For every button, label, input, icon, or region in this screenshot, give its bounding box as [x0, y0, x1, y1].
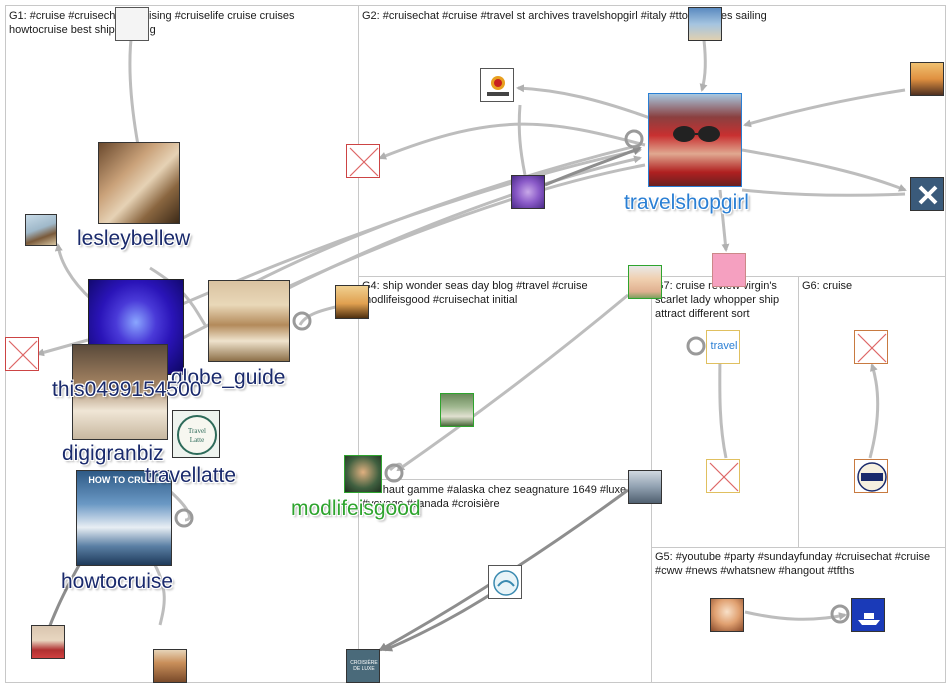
x-logo-icon — [918, 185, 938, 205]
svg-text:Travel: Travel — [188, 427, 206, 435]
edge — [517, 104, 527, 176]
edge — [383, 583, 506, 652]
boat-icon — [858, 613, 880, 625]
lesleybellew-label[interactable]: lesleybellew — [77, 227, 191, 250]
node-broken-image-g6[interactable] — [854, 330, 888, 364]
group-g2-label: G2: #cruisechat #cruise #travel st archi… — [362, 10, 767, 22]
walter-logo-icon — [857, 462, 887, 492]
modlifeisgood-avatar[interactable] — [344, 455, 382, 493]
self-loop — [174, 508, 194, 528]
node-cartoon-girl[interactable] — [710, 598, 744, 632]
edge — [741, 188, 906, 197]
self-loop — [624, 129, 644, 149]
travelshopgirl-label[interactable]: travelshopgirl — [624, 191, 749, 214]
node-couple-sunset[interactable] — [335, 285, 369, 319]
node-g3-logo[interactable] — [488, 565, 522, 599]
cruise-badge-text: HOW TO CRUISE — [88, 475, 162, 485]
broken-image-icon — [8, 340, 38, 370]
svg-text:Latte: Latte — [190, 436, 204, 444]
node-broken-image-g2[interactable] — [346, 144, 380, 178]
edge — [36, 338, 89, 357]
node-conde-logo[interactable] — [480, 68, 514, 102]
group-g5-box — [651, 547, 946, 683]
self-loop — [686, 336, 706, 356]
node-g1-top[interactable] — [115, 7, 149, 41]
group-g4-label: G4: ship wonder seas day blog #travel #c… — [362, 280, 588, 306]
node-g3-photo[interactable] — [628, 470, 662, 504]
edge — [868, 363, 880, 459]
node-landscape[interactable] — [440, 393, 474, 427]
edge — [544, 146, 642, 187]
node-travel-badge[interactable]: travel — [706, 330, 740, 364]
self-loop — [830, 604, 850, 624]
digigranbiz-avatar[interactable] — [72, 344, 168, 440]
edge — [229, 143, 641, 297]
edge — [396, 293, 629, 472]
globe-guide-label[interactable]: globe_guide — [171, 366, 286, 389]
node-man-bottom[interactable] — [153, 649, 187, 683]
edge — [718, 189, 730, 252]
sunglasses-icon — [673, 126, 720, 142]
node-baby[interactable] — [628, 265, 662, 299]
croisiere-badge-text: CROISIÈRE DE LUXE — [350, 660, 378, 672]
travelshopgirl-avatar[interactable] — [648, 93, 742, 187]
node-g2-top-photo[interactable] — [688, 7, 722, 41]
howtocruise-label[interactable]: howtocruise — [61, 570, 174, 593]
howtocruise-avatar[interactable]: HOW TO CRUISE — [76, 470, 172, 566]
node-broken-image-g7[interactable] — [706, 459, 740, 493]
group-g5-label: G5: #youtube #party #sundayfunday #cruis… — [655, 551, 931, 577]
edge — [741, 148, 907, 192]
node-broken-image[interactable] — [5, 337, 39, 371]
broken-image-icon — [709, 462, 739, 492]
travellatte-avatar[interactable]: Travel Latte — [172, 410, 220, 458]
travel-latte-logo-icon: Travel Latte — [177, 415, 217, 455]
edge — [378, 122, 646, 160]
node-sunset[interactable] — [910, 62, 944, 96]
group-g6-label: G6: cruise — [802, 280, 853, 292]
node-x-logo[interactable] — [910, 177, 944, 211]
modlifeisgood-label[interactable]: modlifeisgood — [291, 497, 421, 520]
edge — [715, 348, 728, 459]
travel-badge-text: travel — [710, 340, 738, 352]
edge — [127, 28, 140, 146]
edge — [743, 88, 906, 128]
edge — [54, 243, 94, 302]
edge — [744, 610, 847, 621]
node-pink-card[interactable] — [712, 253, 746, 287]
edge — [149, 266, 207, 326]
edge — [516, 84, 651, 120]
wave-logo-icon — [493, 570, 519, 596]
node-small-man[interactable] — [25, 214, 57, 246]
lesleybellew-avatar[interactable] — [98, 142, 180, 224]
group-g3-label: G3: haut gamme #alaska chez seagnature 1… — [362, 484, 627, 510]
broken-image-icon — [857, 333, 887, 363]
broken-image-icon — [349, 147, 379, 177]
edge — [699, 39, 708, 92]
node-grandma[interactable] — [31, 625, 65, 659]
conde-logo-icon — [487, 76, 509, 96]
travellatte-label[interactable]: travellatte — [145, 464, 237, 487]
digigranbiz-label[interactable]: digigranbiz — [62, 442, 164, 465]
node-cartoon[interactable] — [511, 175, 545, 209]
globe-guide-avatar[interactable] — [208, 280, 290, 362]
node-boat-logo[interactable] — [851, 598, 885, 632]
self-loop — [292, 311, 312, 331]
edge — [153, 564, 166, 626]
node-croisiere[interactable]: CROISIÈRE DE LUXE — [346, 649, 380, 683]
self-loop — [384, 463, 404, 483]
node-walter-badge[interactable] — [854, 459, 888, 493]
this0499154500-label[interactable]: this0499154500 — [52, 378, 202, 401]
